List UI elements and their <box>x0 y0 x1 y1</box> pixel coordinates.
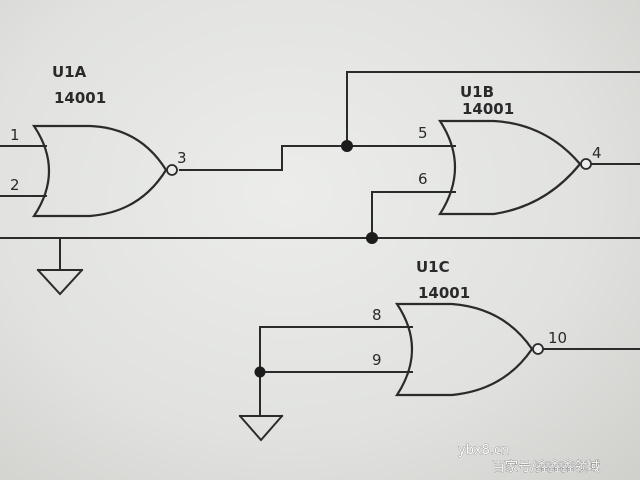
u1c-ref-label: U1C <box>416 258 450 276</box>
u1c-part-label: 14001 <box>418 284 470 302</box>
pin-label-9: 9 <box>372 351 382 369</box>
nor-gate-u1c-body <box>394 302 534 397</box>
junction-dot-bus <box>366 232 378 244</box>
u1c-inverter-bubble <box>532 343 544 355</box>
watermark-domain: ybx8.cn <box>458 443 509 458</box>
u1b-inverter-bubble <box>580 158 592 170</box>
pin-label-8: 8 <box>372 306 382 324</box>
u1a-part-label: 14001 <box>54 89 106 107</box>
pin-label-10: 10 <box>548 329 567 347</box>
feedback-wire <box>346 71 640 147</box>
u1c-inputs-wire <box>259 326 413 373</box>
nor-gate-u1b-body <box>437 119 582 216</box>
junction-dot-u1c <box>254 366 266 378</box>
gate-u1c <box>394 302 544 397</box>
nor-gate-u1a-body <box>31 124 168 218</box>
gate-u1a <box>31 124 178 218</box>
pin-label-2: 2 <box>10 176 20 194</box>
wires <box>0 71 640 417</box>
pin-label-1: 1 <box>10 126 20 144</box>
ground-symbol-u1c <box>238 414 284 442</box>
pin-label-6: 6 <box>418 170 428 188</box>
u1a-output-wire <box>179 145 348 171</box>
u1b-ref-label: U1B <box>460 83 494 101</box>
pin-label-4: 4 <box>592 144 602 162</box>
u1b-part-label: 14001 <box>462 100 514 118</box>
junction-dot-feedback <box>341 140 353 152</box>
u1a-ref-label: U1A <box>52 63 87 81</box>
watermark-source: 百家号/鑫鑫鑫领域 <box>492 459 600 475</box>
gate-u1b <box>437 119 592 216</box>
u1b-input-6-wire <box>371 191 456 239</box>
pin-label-3: 3 <box>177 149 187 167</box>
pin-label-5: 5 <box>418 124 428 142</box>
ground-symbol-u1a <box>36 268 84 296</box>
u1a-inverter-bubble <box>166 164 178 176</box>
